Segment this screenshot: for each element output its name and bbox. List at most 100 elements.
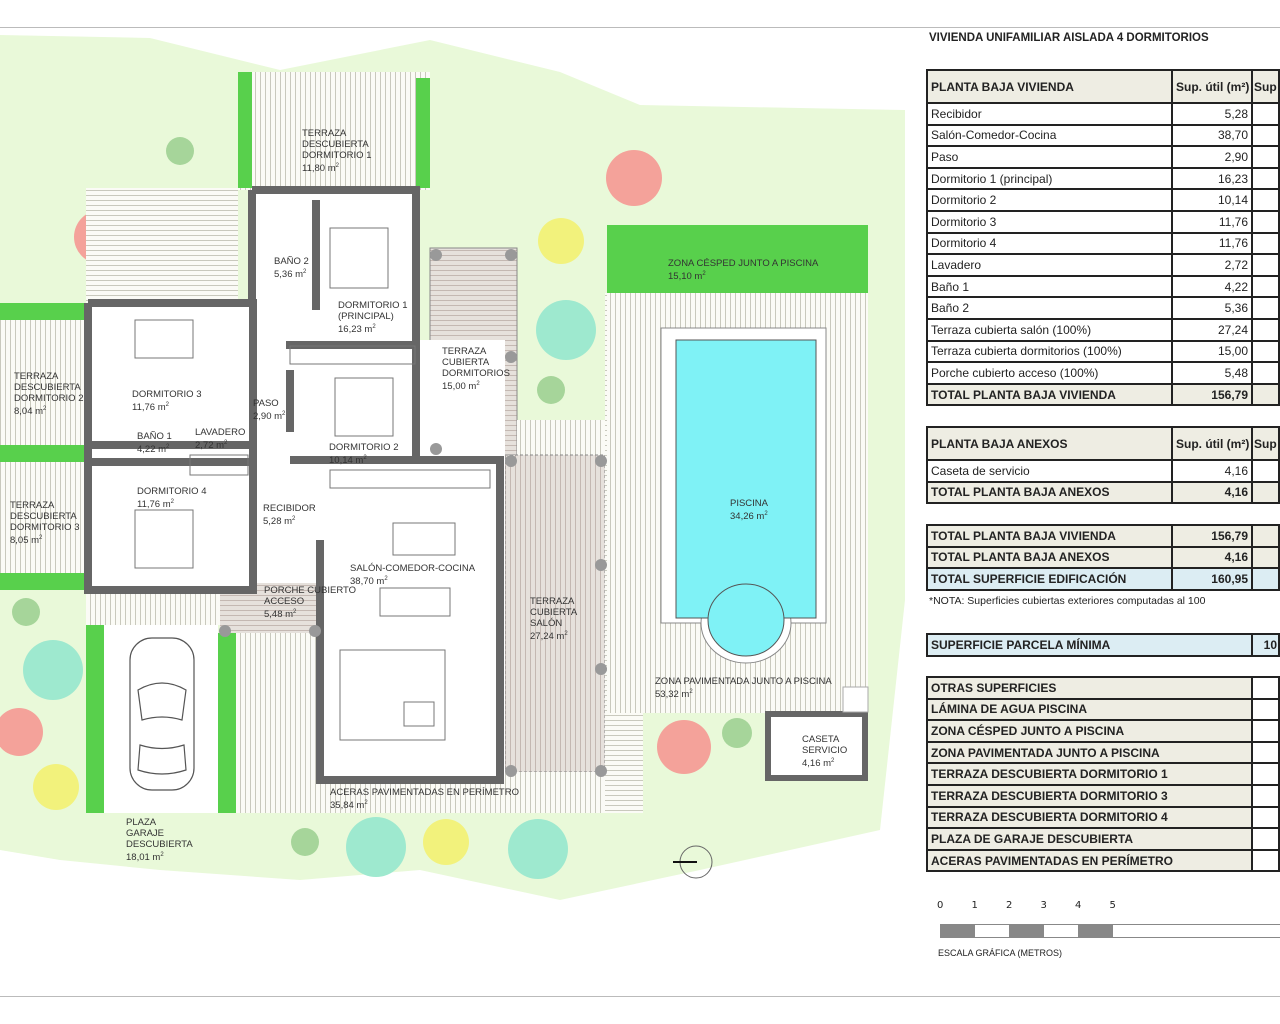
row-label: Dormitorio 4 <box>926 231 1173 256</box>
total-label: TOTAL PLANTA BAJA ANEXOS <box>926 480 1173 505</box>
tree-icon <box>538 218 584 264</box>
sheet-title: VIVIENDA UNIFAMILIAR AISLADA 4 DORMITORI… <box>929 32 1209 44</box>
room-name: DORMITORIO 4 <box>137 486 207 497</box>
row-value: 2,72 <box>1171 253 1253 277</box>
row-value: 4,22 <box>1171 274 1253 299</box>
room-area: 15,10 m2 <box>668 271 706 283</box>
table-row: Porche cubierto acceso (100%)5,48 <box>926 361 1280 385</box>
room-area: 38,70 m2 <box>350 576 388 588</box>
room-name: BAÑO 1 <box>137 431 172 442</box>
row-value: 38,70 <box>1171 123 1253 148</box>
aceras-perimetro <box>236 633 320 813</box>
tree-icon <box>12 598 40 626</box>
row-label: Lavadero <box>926 253 1173 277</box>
deck <box>842 686 869 713</box>
total-value: 4,16 <box>1171 545 1253 570</box>
table-row: OTRAS SUPERFICIES <box>926 676 1280 700</box>
col-header: Sup <box>1251 69 1280 104</box>
pool-water <box>710 612 782 620</box>
room-label: DORMITORIO 4 11,76 m2 <box>137 486 207 510</box>
scale-caption: ESCALA GRÁFICA (METROS) <box>938 948 1063 958</box>
row-value: 5,28 <box>1171 102 1253 126</box>
room-area: 27,24 m2 <box>530 631 568 643</box>
table-row: Terraza cubierta dormitorios (100%)15,00 <box>926 339 1280 364</box>
tree-icon <box>423 819 469 865</box>
table-row: Terraza cubierta salón (100%)27,24 <box>926 317 1280 342</box>
terraza-dormitorio-3-deck <box>0 462 88 575</box>
row-label: ZONA PAVIMENTADA JUNTO A PISCINA <box>926 740 1253 765</box>
room-name: SALÓN-COMEDOR-COCINA <box>350 563 476 574</box>
col-header: Sup. útil (m²) <box>1171 426 1253 461</box>
row-value: 4,16 <box>1171 459 1253 483</box>
total-label: TOTAL PLANTA BAJA VIVIENDA <box>926 382 1173 407</box>
tree-icon <box>722 718 752 748</box>
zona-cesped-piscina <box>607 225 868 293</box>
room-name: PASO <box>253 398 279 409</box>
row-label: Dormitorio 2 <box>926 188 1173 212</box>
total-value: 156,79 <box>1171 524 1253 548</box>
scale-tick: 4 <box>1075 900 1082 911</box>
tree-icon <box>537 376 565 404</box>
lawn-borders <box>0 72 430 813</box>
total-value: 156,79 <box>1171 382 1253 407</box>
row-value: 5,36 <box>1171 296 1253 320</box>
house-walls <box>84 186 505 784</box>
furniture <box>134 227 491 741</box>
deck <box>86 590 236 625</box>
table-header: PLANTA BAJA ANEXOS <box>926 426 1173 461</box>
tree-icon <box>23 640 83 700</box>
scale-tick: 1 <box>971 900 978 911</box>
row-value: 16,23 <box>1171 166 1253 191</box>
room-name: DORMITORIO 1(PRINCIPAL) <box>338 300 408 322</box>
room-area: 11,76 m2 <box>137 499 174 511</box>
row-label: Recibidor <box>926 102 1173 126</box>
room-name: RECIBIDOR <box>263 503 316 514</box>
room-area: 5,28 m2 <box>263 516 296 528</box>
car-icon <box>129 637 195 791</box>
total-value: 160,95 <box>1171 567 1253 591</box>
table-row: TERRAZA DESCUBIERTA DORMITORIO 4 <box>926 805 1280 830</box>
row-value: 27,24 <box>1171 317 1253 342</box>
room-area: 4,22 m2 <box>137 444 170 456</box>
pool-water <box>675 339 817 619</box>
room-label: BAÑO 1 4,22 m2 <box>137 431 172 455</box>
table-header: PLANTA BAJA VIVIENDA <box>926 69 1173 104</box>
room-area: 18,01 m2 <box>126 852 164 864</box>
room-area: 8,04 m2 <box>14 406 47 418</box>
tree-icon <box>33 764 79 810</box>
tree-icon <box>291 828 319 856</box>
row-label: Baño 1 <box>926 274 1173 299</box>
room-label: DORMITORIO 1(PRINCIPAL)16,23 m2 <box>338 300 408 335</box>
terraza-dormitorio-2-deck <box>0 303 88 445</box>
room-area: 4,16 m2 <box>802 758 835 770</box>
row-label: Dormitorio 1 (principal) <box>926 166 1173 191</box>
table-row: TERRAZA DESCUBIERTA DORMITORIO 1 <box>926 762 1280 786</box>
tree-icon <box>606 150 662 206</box>
deck <box>517 420 607 455</box>
room-area: 34,26 m2 <box>730 511 768 523</box>
